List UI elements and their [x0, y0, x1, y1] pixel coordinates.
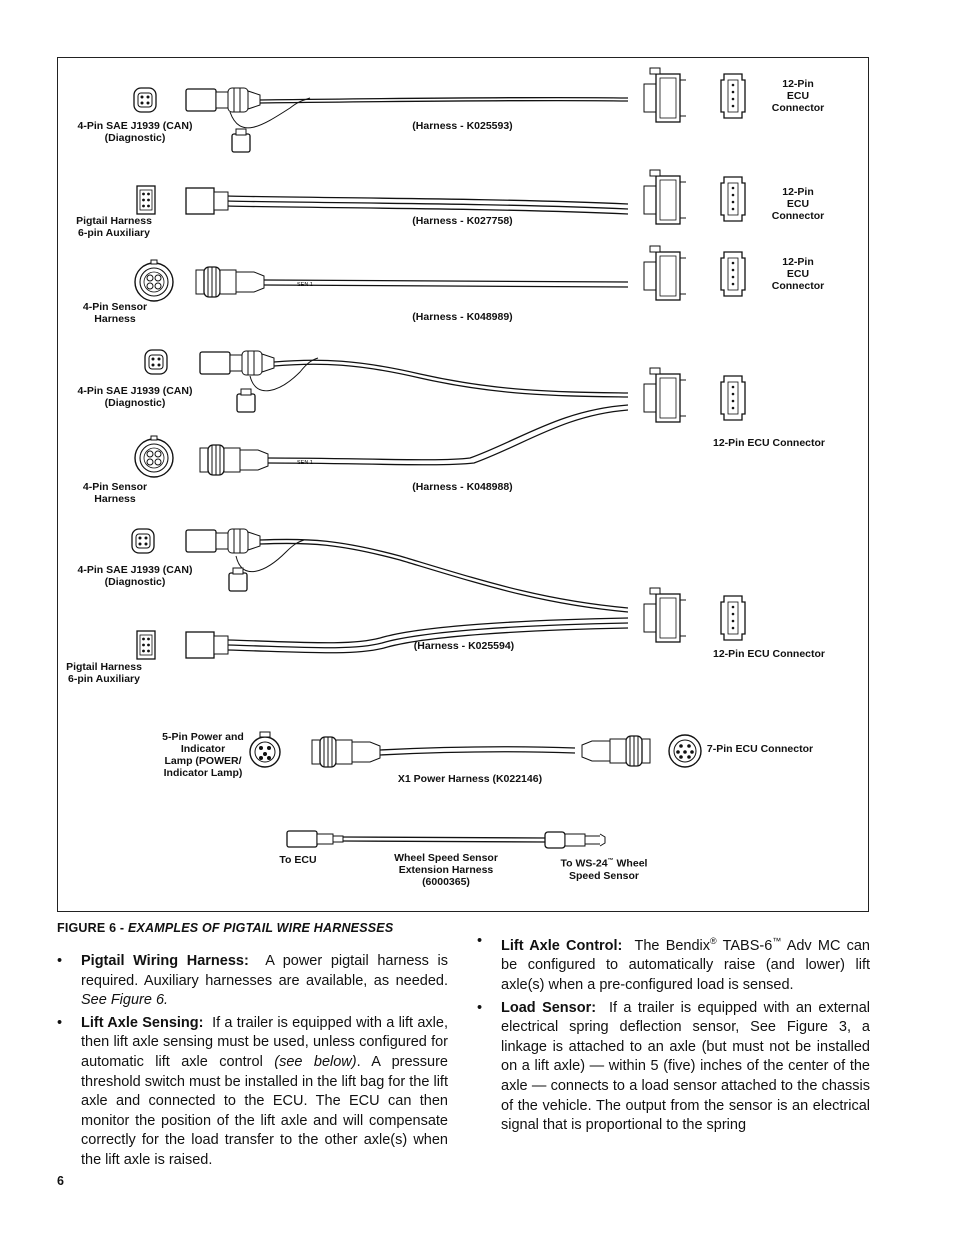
figure-frame [57, 57, 869, 912]
label-r4-right: 12-Pin ECU Connector [712, 437, 825, 449]
page-number: 6 [57, 1174, 64, 1188]
label-r5-left-top: 4-Pin SAE J1939 (CAN)(Diagnostic) [77, 564, 193, 588]
label-r5-harness: (Harness - K025594) [413, 640, 515, 652]
ecu-plug-icon [643, 169, 687, 225]
label-r1-left: 4-Pin SAE J1939 (CAN)(Diagnostic) [77, 120, 193, 144]
label-r2-harness: (Harness - K027758) [412, 215, 513, 227]
label-r6-right: 7-Pin ECU Connector [706, 743, 814, 755]
ecu-plug-icon [643, 587, 687, 643]
ecu-12pin-connector-icon [720, 251, 746, 297]
sae-4pin-connector-icon [131, 528, 155, 554]
row7-6000365 [286, 830, 606, 849]
bullet-pigtail-wiring: •Pigtail Wiring Harness: A power pigtail… [57, 953, 448, 1009]
row6-k022146 [249, 731, 702, 768]
row3-k048989 [134, 245, 746, 302]
ecu-power-plug-icon [581, 735, 651, 767]
ecu-12pin-connector-icon [720, 73, 746, 119]
label-r6-harness: X1 Power Harness (K022146) [397, 773, 543, 785]
row2-k027758 [136, 169, 746, 225]
dust-cap-icon [236, 388, 256, 413]
sensor-plug-icon [199, 444, 269, 476]
label-r5-right: 12-Pin ECU Connector [712, 648, 825, 660]
label-r4-harness: (Harness - K048988) [412, 481, 513, 493]
label-r7-left: To ECU [279, 854, 317, 866]
sae-4pin-connector-icon [144, 349, 168, 375]
bullet-lift-axle-sensing: •Lift Axle Sensing: If a trailer is equi… [57, 1014, 448, 1168]
can-plug-icon [185, 87, 261, 113]
ecu-12pin-connector-icon [720, 595, 746, 641]
row4-k048988 [134, 349, 746, 478]
can-plug-icon [185, 528, 261, 554]
ecu-12pin-connector-icon [720, 375, 746, 421]
figure-caption: FIGURE 6 - EXAMPLES OF PIGTAIL WIRE HARN… [57, 921, 394, 935]
row5-k025594 [131, 528, 746, 660]
dust-cap-icon [231, 128, 251, 153]
row1-k025593 [133, 67, 746, 153]
bullet-load-sensor: •Load Sensor: If a trailer is equipped w… [477, 999, 870, 1134]
can-plug-icon [199, 350, 275, 376]
wire-tag: SEN 1 [297, 282, 313, 288]
ecu-12pin-connector-icon [720, 176, 746, 222]
sae-4pin-connector-icon [133, 87, 157, 113]
dust-cap-icon [228, 567, 248, 592]
aux-6pin-connector-icon [136, 630, 156, 660]
sensor-plug-icon [195, 266, 265, 298]
power-plug-icon [311, 736, 381, 768]
bullet-lift-axle-control: •Lift Axle Control: The Bendix® TABS-6™ … [477, 933, 870, 994]
label-r3-harness: (Harness - K048989) [412, 311, 513, 323]
sensor-4pin-connector-icon [134, 435, 174, 478]
body-column-left: •Pigtail Wiring Harness: A power pigtail… [57, 952, 448, 1174]
wire-tag: SEN 1 [297, 460, 313, 466]
aux-6pin-connector-icon [136, 185, 156, 215]
ecu-plug-icon [643, 367, 687, 423]
ecu-plug-icon [643, 245, 687, 301]
ecu-plug-icon [643, 67, 687, 123]
label-r1-harness: (Harness - K025593) [412, 120, 513, 132]
label-r7-right: To WS-24™ Wheel Speed Sensor [560, 857, 648, 882]
sensor-4pin-connector-icon [134, 259, 174, 302]
body-column-right: •Lift Axle Control: The Bendix® TABS-6™ … [477, 932, 870, 1139]
label-r4-left-top: 4-Pin SAE J1939 (CAN)(Diagnostic) [77, 385, 193, 409]
